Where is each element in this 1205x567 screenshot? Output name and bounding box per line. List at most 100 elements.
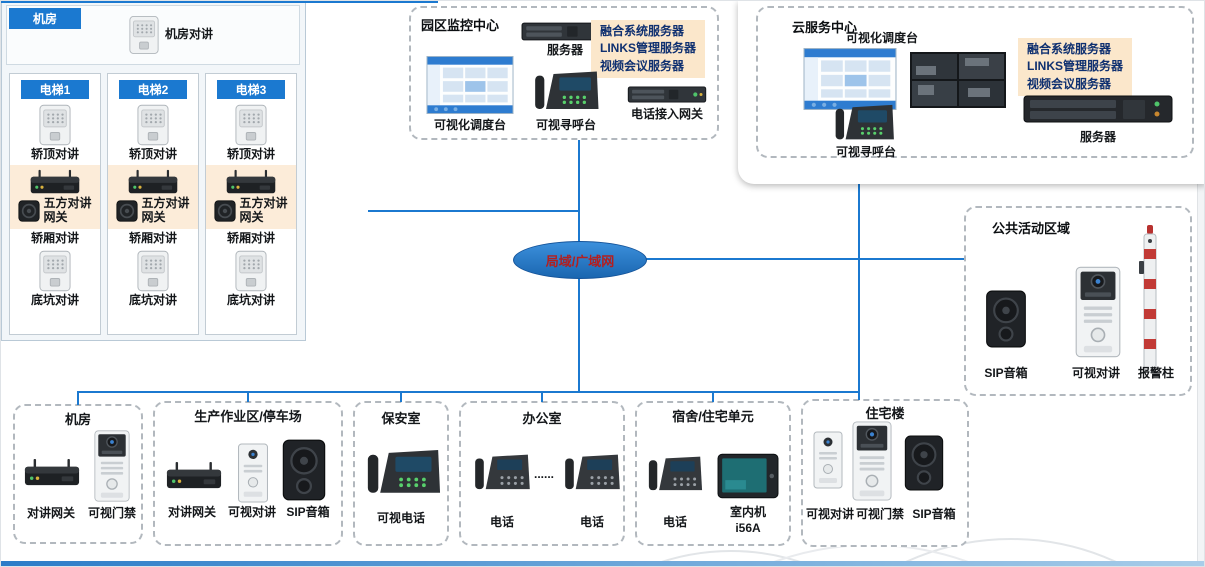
cloud-paging-console-label: 可视寻呼台 <box>835 145 896 159</box>
car-intercom-label: 轿厢对讲 <box>30 231 79 246</box>
elevator-3-column: 电梯3 轿顶对讲 五方对讲 网关 轿厢对讲 底坑对讲 <box>205 73 297 335</box>
video-door-station-icon <box>237 443 269 503</box>
connector-machineroom-hub <box>368 210 579 212</box>
indoor-monitor-icon <box>717 453 779 499</box>
connector-drop-site3 <box>400 391 402 402</box>
server-label: 服务器 <box>546 43 583 57</box>
sip-speaker-label: SIP音箱 <box>286 505 330 519</box>
phone-label: 电话 <box>579 515 604 529</box>
alarm-pillar-icon <box>1138 224 1162 376</box>
phone-access-gateway-label: 电话接入网关 <box>630 107 703 121</box>
desk-phone-icon <box>563 447 621 493</box>
cloud-center-title: 云服务中心 <box>792 20 858 35</box>
connector-cloud-site6 <box>858 184 860 400</box>
site-title: 宿舍/住宅单元 <box>672 409 754 424</box>
connector-hub-publicarea <box>646 258 964 260</box>
conference-server-label: 视频会议服务器 <box>1027 76 1112 91</box>
footer-accent-bar <box>1 561 1204 566</box>
site-title: 住宅楼 <box>865 406 905 421</box>
sip-speaker-icon <box>903 435 945 491</box>
video-phone-icon <box>365 441 441 499</box>
five-party-gateway-icon <box>28 169 82 195</box>
video-intercom-icon <box>813 431 843 489</box>
car-top-intercom-icon <box>39 104 71 146</box>
ellipsis-label: ...... <box>533 467 554 481</box>
video-door-station-icon <box>1074 266 1122 358</box>
machine-room-intercom-label: 机房对讲 <box>165 27 214 41</box>
car-top-intercom-label: 轿顶对讲 <box>30 147 79 161</box>
phone-label: 电话 <box>489 515 514 529</box>
conference-server-label: 视频会议服务器 <box>600 58 685 73</box>
car-top-intercom-label: 轿顶对讲 <box>128 147 177 161</box>
elevator-1-badge: 电梯1 <box>21 80 89 99</box>
intercom-gateway-label: 对讲网关 <box>167 505 216 519</box>
site-machine-room-box: 机房 对讲网关 可视门禁 <box>13 404 143 544</box>
connector-drop-site4 <box>541 391 543 402</box>
cloud-console-label: 可视化调度台 <box>846 31 919 45</box>
site-residential-building-box: 住宅楼 可视对讲 可视门禁 SIP音箱 <box>801 399 969 547</box>
video-intercom-label: 可视对讲 <box>227 505 276 519</box>
alarm-pillar-label: 报警柱 <box>1137 366 1174 380</box>
site-production-area-box: 生产作业区/停车场 对讲网关 可视对讲 SIP音箱 <box>153 401 343 546</box>
public-activity-area-box: 公共活动区域 SIP音箱 可视对讲 报警柱 <box>964 206 1192 396</box>
door-access-icon <box>93 430 131 502</box>
five-party-gateway-section: 五方对讲 网关 <box>108 164 198 230</box>
car-top-intercom-label: 轿顶对讲 <box>226 147 275 161</box>
door-access-label: 可视门禁 <box>87 506 136 520</box>
lan-wan-hub: 局域/广域网 <box>513 241 647 279</box>
dispatch-console-icon <box>425 56 515 114</box>
car-intercom-label: 轿厢对讲 <box>226 231 275 246</box>
indoor-monitor-label: 室内机 i56A <box>729 505 766 535</box>
door-access-label: 可视门禁 <box>855 507 904 521</box>
links-server-label: LINKS管理服务器 <box>1027 59 1124 74</box>
site-title: 办公室 <box>522 411 562 426</box>
fusion-server-label: 融合系统服务器 <box>600 24 685 38</box>
car-intercom-label: 轿厢对讲 <box>128 231 177 246</box>
sip-speaker-icon <box>281 439 327 501</box>
connector-park-hub <box>578 140 580 242</box>
machine-room-panel: 机房 机房对讲 电梯1 轿顶对讲 五方对讲 网关 轿厢对讲 底坑对讲 电梯2 轿… <box>1 1 306 341</box>
paging-console-icon <box>529 64 603 114</box>
pit-intercom-icon <box>235 250 267 292</box>
server-stack-labels: 融合系统服务器 LINKS管理服务器 视频会议服务器 <box>591 20 706 79</box>
gateway-module-icon <box>116 200 138 222</box>
five-party-gateway-section: 五方对讲 网关 <box>10 164 100 230</box>
car-top-intercom-icon <box>137 104 169 146</box>
park-monitoring-center-box: 园区监控中心 服务器 融合系统服务器 LINKS管理服务器 视频会议服务器 可视… <box>409 6 719 140</box>
fusion-server-label: 融合系统服务器 <box>1027 42 1112 56</box>
site-security-room-box: 保安室 可视电话 <box>353 401 449 546</box>
five-party-gateway-label: 五方对讲 网关 <box>141 195 190 224</box>
links-server-label: LINKS管理服务器 <box>600 41 697 56</box>
elevator-2-badge: 电梯2 <box>119 80 187 99</box>
cloud-paging-console-icon <box>828 98 900 144</box>
pit-intercom-label: 底坑对讲 <box>226 293 275 308</box>
connector-drop-site1 <box>77 391 79 405</box>
elevator-3-badge: 电梯3 <box>217 80 285 99</box>
public-area-title: 公共活动区域 <box>992 221 1071 236</box>
sip-speaker-label: SIP音箱 <box>912 507 956 521</box>
phone-access-gateway-icon <box>625 86 709 103</box>
cloud-service-card: 云服务中心 可视化调度台 融合系统服务器 LINKS管理服务器 视频会议服务器 … <box>738 1 1204 184</box>
connector-drop-site5 <box>712 391 714 402</box>
machine-room-badge: 机房 <box>9 8 81 29</box>
five-party-gateway-label: 五方对讲 网关 <box>239 195 288 224</box>
video-intercom-label: 可视对讲 <box>805 507 854 521</box>
paging-console-label: 可视寻呼台 <box>535 118 596 132</box>
pit-intercom-icon <box>39 250 71 292</box>
connector-drop-site2 <box>247 391 249 402</box>
pit-intercom-icon <box>137 250 169 292</box>
five-party-gateway-section: 五方对讲 网关 <box>206 164 296 230</box>
park-center-title: 园区监控中心 <box>421 18 500 33</box>
site-dormitory-box: 宿舍/住宅单元 电话 室内机 i56A <box>635 401 791 546</box>
page-edge-strip <box>1197 184 1204 561</box>
sip-speaker-label: SIP音箱 <box>984 366 1028 380</box>
site-title: 机房 <box>64 412 91 427</box>
gateway-module-icon <box>214 200 236 222</box>
pit-intercom-label: 底坑对讲 <box>128 293 177 308</box>
five-party-gateway-icon <box>224 169 278 195</box>
sip-speaker-icon <box>984 290 1028 348</box>
connector-hub-bus <box>578 278 580 392</box>
video-intercom-label: 可视对讲 <box>1071 366 1120 380</box>
video-phone-label: 可视电话 <box>376 511 425 525</box>
